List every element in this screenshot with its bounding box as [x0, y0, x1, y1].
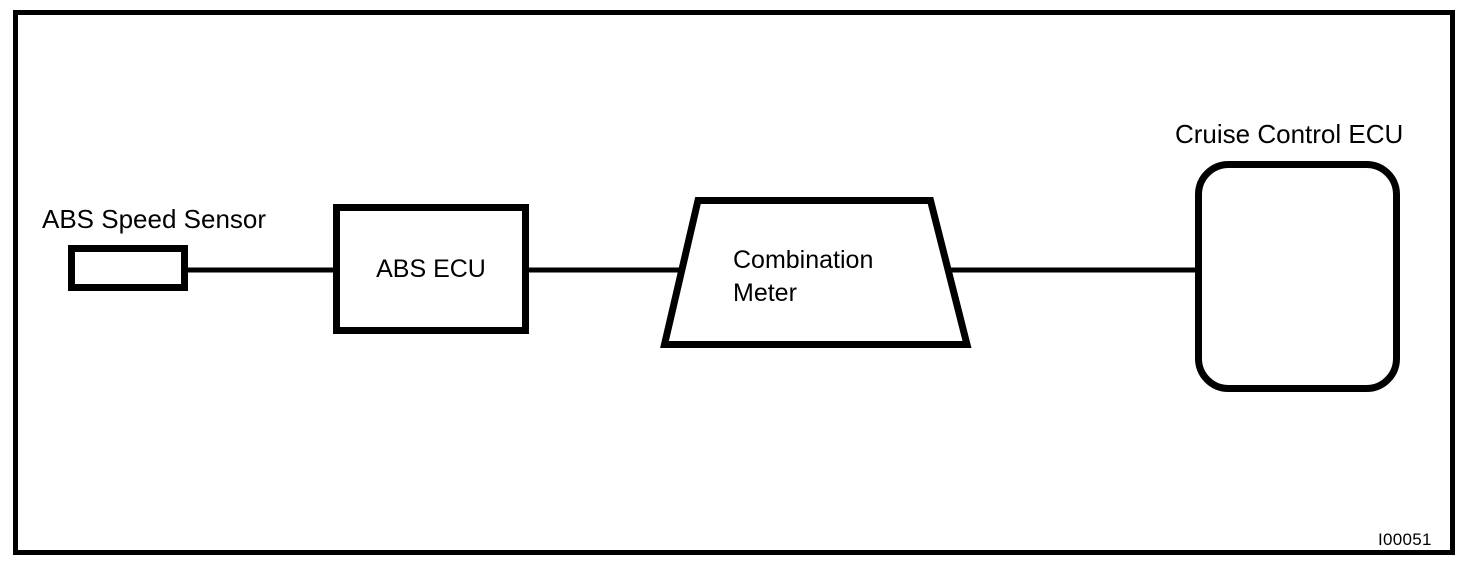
node-cruise-control-ecu[interactable]: Cruise Control ECU: [1175, 119, 1403, 392]
combination-meter-label-line-1: Combination: [733, 246, 873, 274]
abs-ecu-shape: [333, 204, 529, 334]
abs-ecu-label: ABS ECU: [376, 255, 486, 283]
figure-id-code: I00051: [1378, 530, 1432, 549]
abs-speed-sensor-label: ABS Speed Sensor: [42, 204, 266, 234]
node-combination-meter[interactable]: Combination Meter: [660, 197, 972, 348]
node-abs-speed-sensor[interactable]: ABS Speed Sensor: [42, 204, 266, 291]
node-abs-ecu[interactable]: ABS ECU: [333, 204, 529, 334]
combination-meter-label-line-2: Meter: [733, 279, 797, 307]
cruise-control-ecu-label: Cruise Control ECU: [1175, 119, 1403, 149]
cruise-control-ecu-shape: [1195, 161, 1400, 392]
combination-meter-shape: [660, 197, 972, 348]
diagram-frame: [13, 10, 1455, 555]
abs-speed-sensor-shape: [68, 245, 188, 291]
